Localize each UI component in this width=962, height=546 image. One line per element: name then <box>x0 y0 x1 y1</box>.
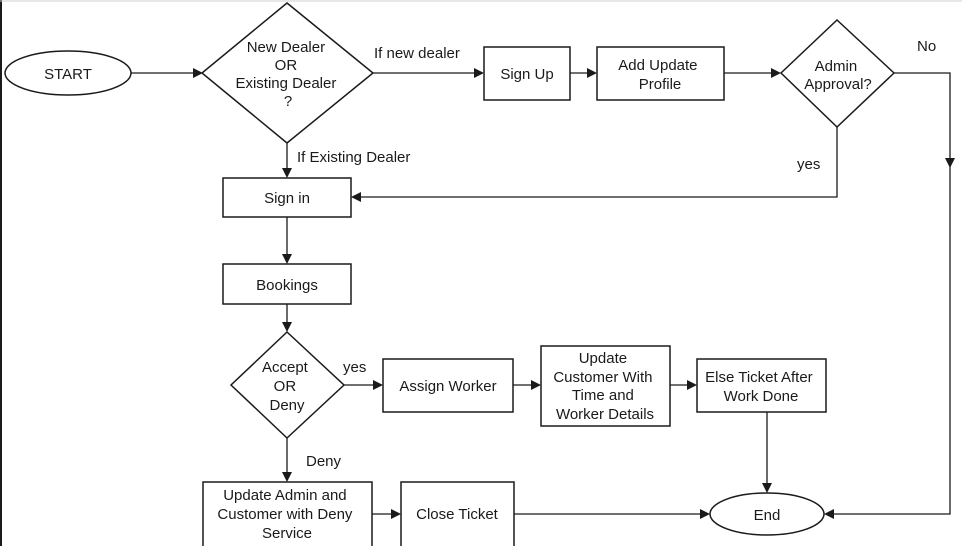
node-sign-in: Sign in <box>222 177 352 218</box>
sign-up-box <box>483 46 571 101</box>
node-accept-deny: Accept OR Deny <box>229 330 346 440</box>
edge-labels: If new dealer If Existing Dealer No yes … <box>297 38 936 470</box>
node-start: START <box>4 50 132 96</box>
node-update-customer: Update Customer With Time and Worker Det… <box>540 345 671 427</box>
node-else-ticket: Else Ticket After Work Done <box>696 358 827 413</box>
add-update-profile-label: Add Update Profile <box>618 57 701 93</box>
bookings-label: Bookings <box>256 277 318 294</box>
arrowhead <box>700 509 710 519</box>
sign-in-box <box>222 177 352 218</box>
arrowhead <box>531 380 541 390</box>
dealer-decision-diamond <box>200 2 375 144</box>
edge-approval-no-to-end <box>834 72 951 515</box>
node-admin-approval: Admin Approval? <box>779 18 896 129</box>
edge-label-accept-yes: yes <box>343 359 366 376</box>
arrowhead <box>193 68 203 78</box>
arrowhead <box>771 68 781 78</box>
admin-approval-label: Admin Approval? <box>804 58 872 93</box>
sign-up-label: Sign Up <box>500 66 553 83</box>
end-terminator-shape <box>709 492 825 536</box>
arrowhead <box>687 380 697 390</box>
arrowhead <box>282 254 292 264</box>
arrowhead <box>282 168 292 178</box>
update-admin-customer-box <box>202 481 373 546</box>
arrowhead <box>282 472 292 482</box>
node-bookings: Bookings <box>222 263 352 305</box>
edge-label-deny: Deny <box>306 453 342 470</box>
arrowhead <box>373 380 383 390</box>
node-close-ticket: Close Ticket <box>400 481 515 546</box>
close-ticket-label: Close Ticket <box>416 506 499 523</box>
update-admin-customer-label: Update Admin and Customer with Deny Serv… <box>217 487 356 542</box>
else-ticket-box <box>696 358 827 413</box>
node-assign-worker: Assign Worker <box>382 358 514 413</box>
end-label: End <box>754 507 781 524</box>
arrowhead <box>474 68 484 78</box>
arrowhead <box>351 192 361 202</box>
edges <box>131 68 955 519</box>
update-customer-box <box>540 345 671 427</box>
edge-label-approval-no: No <box>917 38 936 55</box>
node-sign-up: Sign Up <box>483 46 571 101</box>
arrowhead <box>587 68 597 78</box>
admin-approval-diamond <box>779 18 896 129</box>
node-update-admin-customer: Update Admin and Customer with Deny Serv… <box>202 481 373 546</box>
add-update-profile-box <box>596 46 725 101</box>
accept-deny-label: Accept OR Deny <box>262 359 312 414</box>
edge-label-if-existing-dealer: If Existing Dealer <box>297 149 410 166</box>
dealer-decision-label: New Dealer OR Existing Dealer ? <box>235 39 340 110</box>
node-dealer-decision: New Dealer OR Existing Dealer ? <box>200 2 375 144</box>
node-add-update-profile: Add Update Profile <box>596 46 725 101</box>
else-ticket-label: Else Ticket After Work Done <box>705 369 817 405</box>
edge-label-approval-yes: yes <box>797 156 820 173</box>
arrowhead <box>762 483 772 493</box>
arrowhead <box>945 158 955 168</box>
assign-worker-label: Assign Worker <box>399 378 496 395</box>
edge-approval-yes-to-signin <box>360 127 838 198</box>
bookings-box <box>222 263 352 305</box>
assign-worker-box <box>382 358 514 413</box>
start-label: START <box>44 66 92 83</box>
arrowhead <box>282 322 292 332</box>
arrowhead <box>824 509 834 519</box>
edge-label-if-new-dealer: If new dealer <box>374 45 460 62</box>
close-ticket-box <box>400 481 515 546</box>
arrowhead <box>391 509 401 519</box>
sign-in-label: Sign in <box>264 190 310 207</box>
start-terminator-shape <box>4 50 132 96</box>
accept-deny-diamond <box>229 330 346 440</box>
update-customer-label: Update Customer With Time and Worker Det… <box>553 350 656 423</box>
node-end: End <box>709 492 825 536</box>
